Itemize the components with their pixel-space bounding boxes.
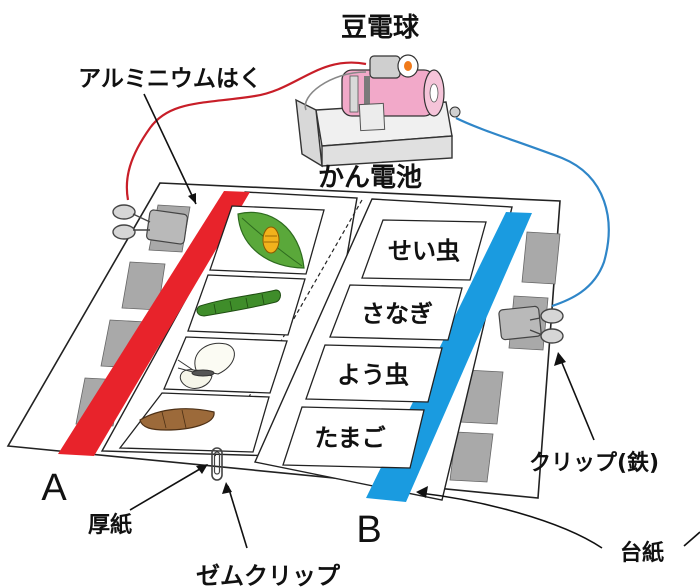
label-thick-paper: 厚紙	[88, 512, 132, 538]
label-point-a: A	[41, 467, 67, 509]
name-card-1	[361, 219, 487, 281]
label-base-paper: 台紙	[620, 540, 664, 566]
gem-clip-leader-arrow	[222, 482, 232, 494]
battery-cylinder	[341, 69, 445, 132]
label-aluminum-foil: アルミニウムはく	[78, 66, 262, 92]
clip-leader-line	[559, 357, 595, 441]
base-paper-leader-arrow	[416, 486, 428, 498]
name-card-2	[329, 284, 463, 341]
label-bulb: 豆電球	[341, 13, 420, 43]
base-paper-leader-line	[419, 492, 603, 549]
light-bulb	[369, 54, 419, 79]
name-cards	[282, 219, 487, 469]
card-label-pupa: さなぎ	[361, 300, 433, 328]
card-label-egg: たまご	[314, 424, 385, 452]
foil-leader-arrow	[188, 193, 196, 204]
gem-clip	[211, 447, 223, 481]
foil-leader-line	[143, 93, 197, 205]
red-wire	[125, 61, 367, 201]
battery-terminal	[449, 106, 461, 118]
caterpillar-picture	[196, 289, 281, 317]
pupa-picture	[139, 408, 215, 431]
clip-leader-arrow	[554, 352, 566, 366]
label-battery: かん電池	[318, 163, 422, 193]
gem-clip-leader-line	[227, 485, 248, 549]
card-label-larva: よう虫	[337, 361, 409, 389]
right-binder-clip	[498, 305, 564, 344]
name-card-4	[282, 406, 425, 469]
label-clip-iron: クリップ(鉄)	[529, 450, 659, 476]
thick-paper-leader-line	[129, 465, 206, 511]
base-paper-leader-right	[683, 531, 700, 547]
blue-wire	[455, 117, 610, 308]
name-card-3	[305, 344, 443, 403]
label-gem-clip: ゼムクリップ	[196, 562, 341, 588]
aluminum-foil-red-strip	[58, 191, 250, 456]
leaf-with-egg-picture	[237, 211, 305, 269]
card-label-adult: せい虫	[388, 237, 460, 265]
label-point-b: B	[356, 509, 381, 551]
butterfly-picture	[177, 342, 235, 389]
left-binder-clip	[112, 204, 188, 245]
gray-wire	[304, 71, 367, 111]
thick-paper-leader-arrow	[196, 464, 208, 474]
